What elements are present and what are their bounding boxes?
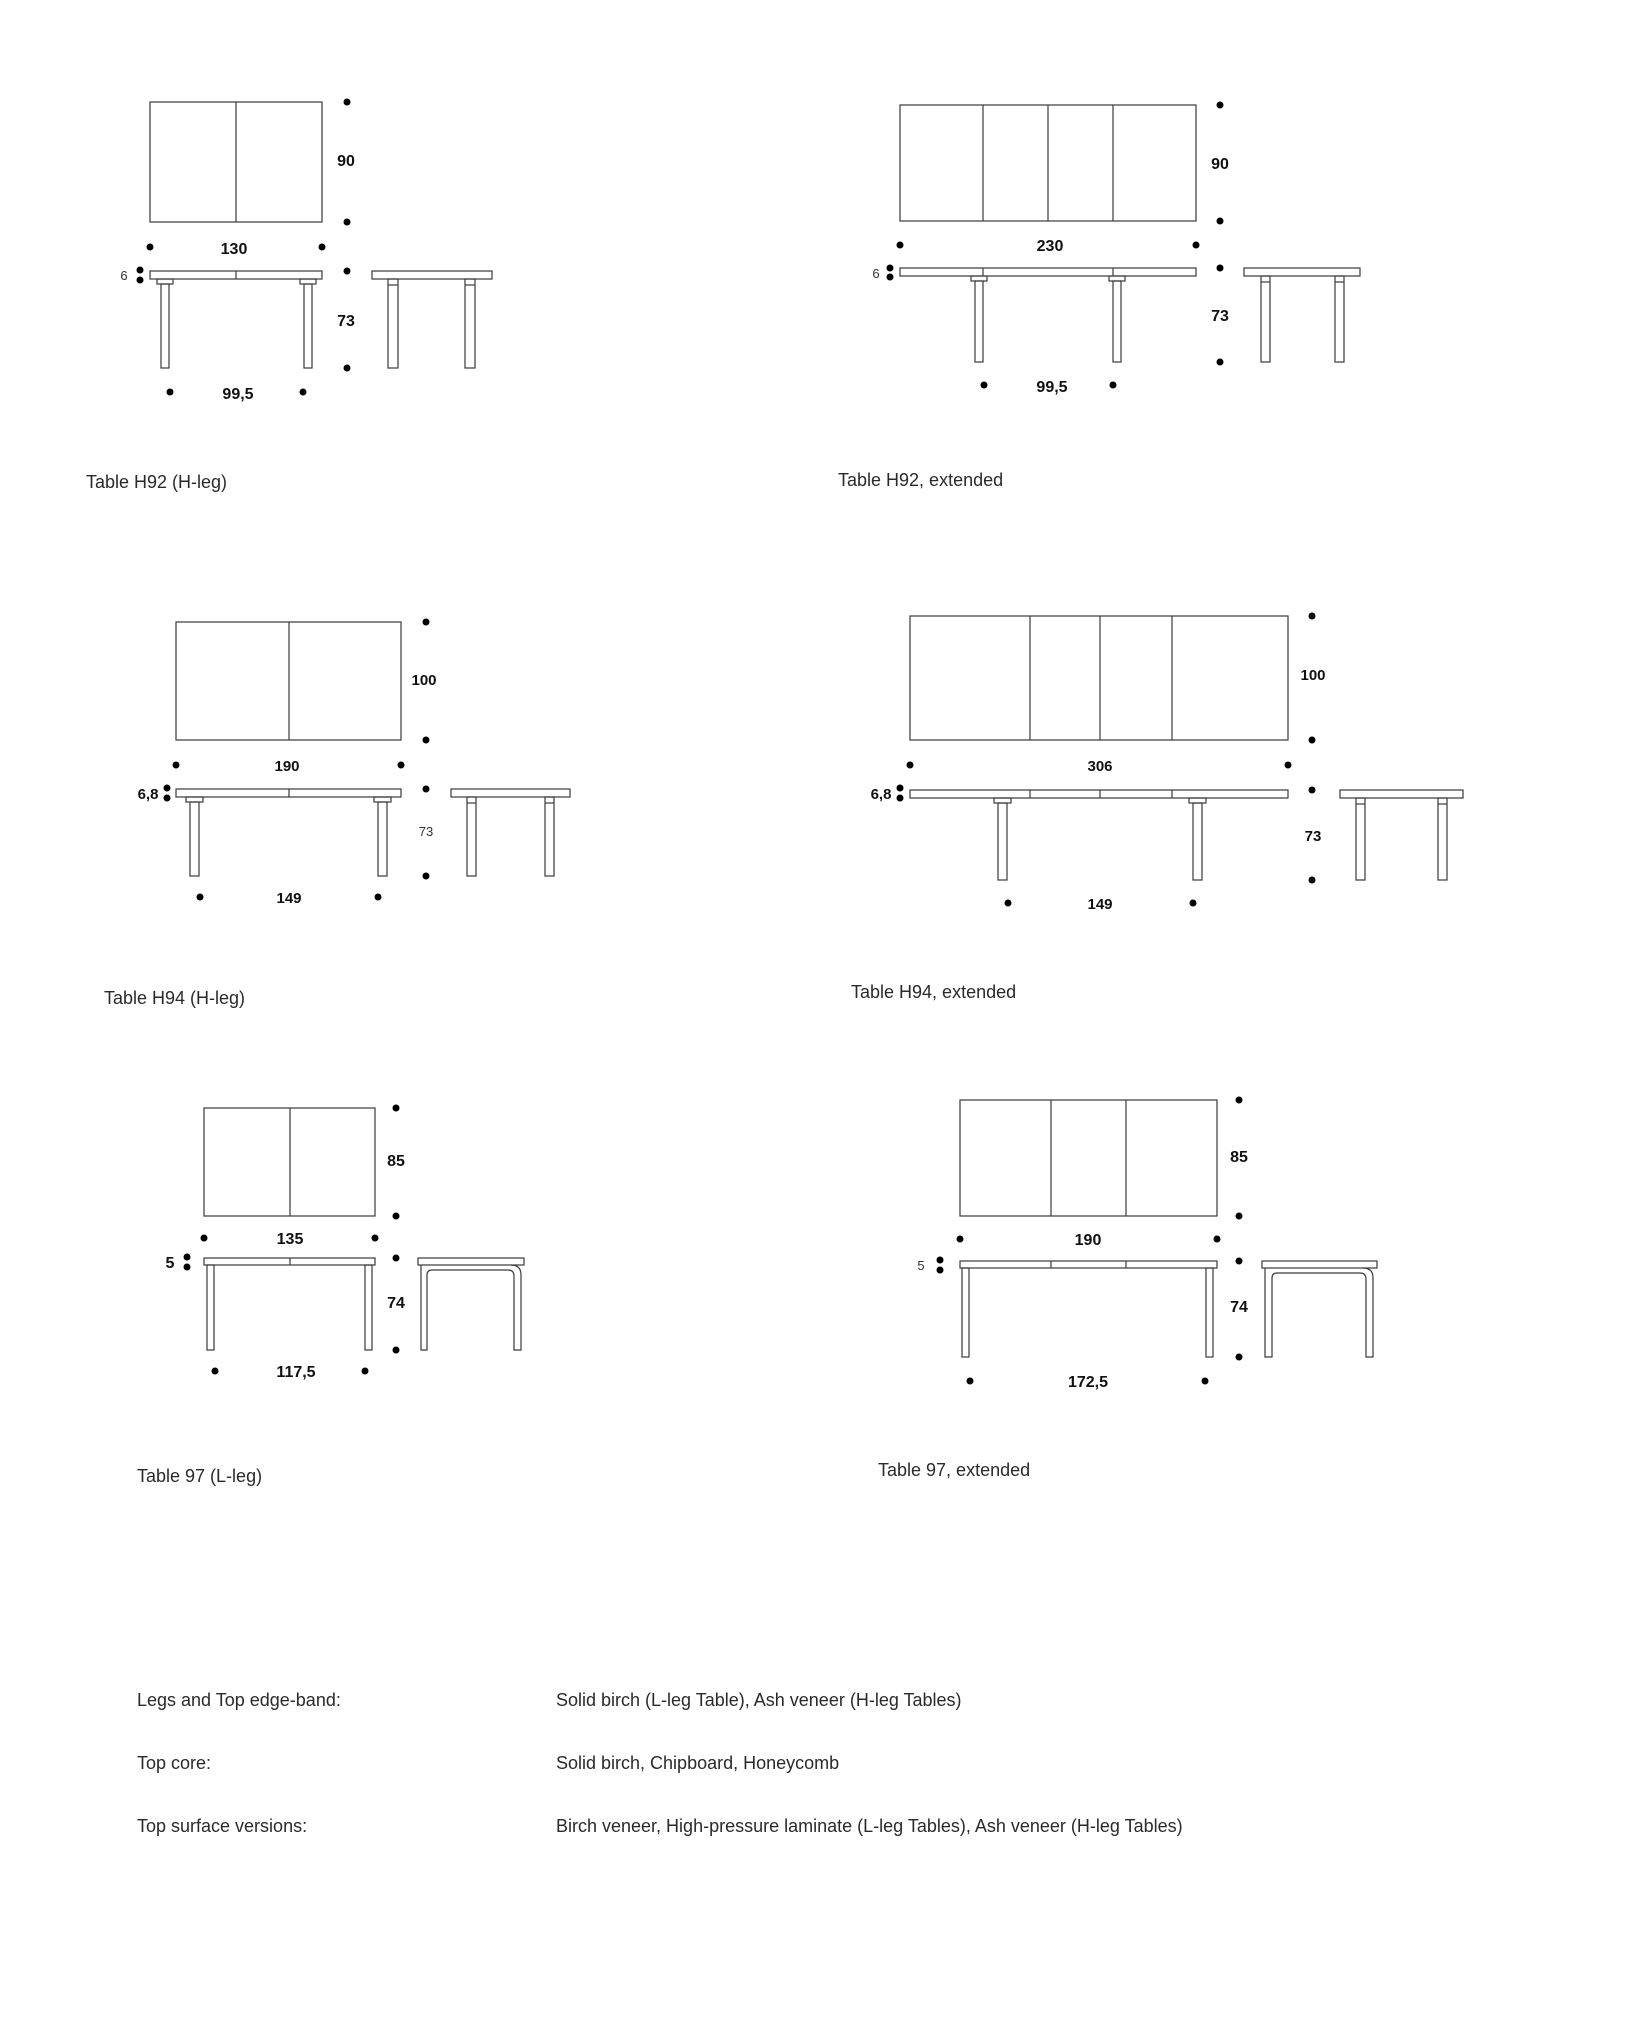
leg-span-label: 149 bbox=[1087, 896, 1112, 913]
spec-label-legs: Legs and Top edge-band: bbox=[137, 1690, 341, 1710]
top-thickness-label: 6 bbox=[120, 268, 127, 283]
leg-span-label: 99,5 bbox=[1036, 379, 1067, 396]
length-label: 306 bbox=[1087, 758, 1112, 775]
diagram-h94-extended: 100 306 6,8 73 149 bbox=[871, 612, 1464, 913]
depth-label: 85 bbox=[1230, 1149, 1248, 1166]
plan-view bbox=[175, 621, 402, 741]
side-elevation bbox=[371, 270, 493, 369]
height-label: 73 bbox=[419, 824, 433, 839]
plan-view bbox=[909, 615, 1289, 741]
leg-span-label: 117,5 bbox=[276, 1364, 315, 1381]
leg-span-label: 172,5 bbox=[1068, 1374, 1108, 1391]
side-elevation bbox=[417, 1257, 525, 1351]
depth-label: 90 bbox=[337, 153, 355, 170]
height-label: 74 bbox=[1230, 1299, 1248, 1316]
depth-label: 90 bbox=[1211, 156, 1229, 173]
height-label: 74 bbox=[387, 1295, 405, 1312]
diagram-97: 85 135 5 74 117,5 bbox=[166, 1104, 525, 1381]
top-thickness-label: 6,8 bbox=[871, 786, 892, 803]
caption-h94: Table H94 (H-leg) bbox=[104, 988, 246, 1008]
plan-view bbox=[203, 1107, 376, 1217]
leg-span-label: 149 bbox=[276, 890, 301, 907]
front-elevation bbox=[899, 267, 1197, 363]
top-thickness-label: 5 bbox=[166, 1255, 175, 1272]
caption-97-extended: Table 97, extended bbox=[878, 1460, 1031, 1480]
diagram-h92: 90 130 6 73 99,5 bbox=[120, 98, 493, 403]
spec-label-core: Top core: bbox=[137, 1753, 212, 1773]
plan-view bbox=[149, 101, 323, 223]
side-elevation bbox=[450, 788, 571, 877]
front-elevation bbox=[203, 1257, 376, 1351]
height-label: 73 bbox=[337, 313, 355, 330]
height-label: 73 bbox=[1305, 828, 1322, 845]
length-label: 135 bbox=[277, 1231, 304, 1248]
caption-h92-extended: Table H92, extended bbox=[838, 470, 1004, 490]
dimension-dots bbox=[886, 101, 1224, 389]
top-thickness-label: 5 bbox=[917, 1258, 924, 1273]
spec-value-surface: Birch veneer, High-pressure laminate (L-… bbox=[556, 1816, 1183, 1836]
diagram-h94: 100 190 6,8 73 149 bbox=[138, 618, 571, 907]
dimension-dots bbox=[896, 612, 1316, 907]
dimension-dots bbox=[183, 1104, 400, 1375]
front-elevation bbox=[959, 1260, 1218, 1358]
front-elevation bbox=[149, 270, 323, 369]
spec-label-surface: Top surface versions: bbox=[137, 1816, 308, 1836]
height-label: 73 bbox=[1211, 308, 1229, 325]
dimension-dots bbox=[136, 98, 351, 396]
side-elevation bbox=[1339, 789, 1464, 881]
length-label: 190 bbox=[274, 758, 299, 775]
spec-value-core: Solid birch, Chipboard, Honeycomb bbox=[556, 1753, 840, 1773]
front-elevation bbox=[909, 789, 1289, 881]
caption-h94-extended: Table H94, extended bbox=[851, 982, 1017, 1002]
dimension-dots bbox=[163, 618, 430, 901]
diagram-97-extended: 85 190 5 74 172,5 bbox=[917, 1096, 1378, 1391]
caption-h92: Table H92 (H-leg) bbox=[86, 472, 228, 492]
diagram-h92-extended: 90 230 6 73 99,5 bbox=[872, 101, 1361, 396]
top-thickness-label: 6,8 bbox=[138, 786, 159, 803]
leg-span-label: 99,5 bbox=[222, 386, 253, 403]
side-elevation bbox=[1261, 1260, 1378, 1358]
dimension-dots bbox=[936, 1096, 1243, 1385]
length-label: 130 bbox=[221, 241, 248, 258]
caption-97: Table 97 (L-leg) bbox=[137, 1466, 263, 1486]
side-elevation bbox=[1243, 267, 1361, 363]
front-elevation bbox=[175, 788, 402, 877]
depth-label: 100 bbox=[411, 672, 436, 689]
plan-view bbox=[959, 1099, 1218, 1217]
plan-view bbox=[899, 104, 1197, 222]
spec-value-legs: Solid birch (L-leg Table), Ash veneer (H… bbox=[556, 1690, 962, 1710]
depth-label: 85 bbox=[387, 1153, 405, 1170]
length-label: 190 bbox=[1075, 1232, 1102, 1249]
length-label: 230 bbox=[1037, 238, 1064, 255]
depth-label: 100 bbox=[1300, 667, 1325, 684]
top-thickness-label: 6 bbox=[872, 266, 879, 281]
